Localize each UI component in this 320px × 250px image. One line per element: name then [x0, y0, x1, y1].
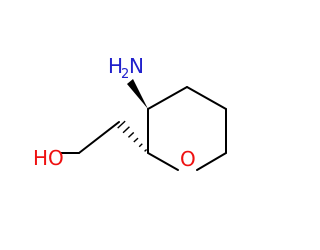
ring-bond-c3-c4: [147, 86, 188, 110]
hydroxyl-label: HO: [33, 146, 64, 170]
amine-n: N: [129, 54, 144, 78]
hash-stroke: [144, 148, 148, 152]
ring-bond-c4-c5: [186, 86, 227, 110]
hash-stroke: [127, 131, 135, 138]
structure-diagram: H 2 N O HO: [33, 54, 227, 171]
amine-label: H 2 N: [108, 54, 144, 82]
ring-oxygen-label: O: [180, 147, 196, 171]
ring-bond-o-c2: [147, 152, 179, 171]
molecule-canvas: H 2 N O HO: [33, 54, 227, 171]
sidechain-bond-1: [78, 121, 120, 154]
hashed-bond-sidechain: [117, 120, 148, 152]
hash-stroke: [133, 137, 139, 143]
hash-stroke: [117, 120, 126, 129]
amine-h: H: [108, 54, 123, 78]
wedge-bond-amine: [127, 79, 148, 109]
amine-subscript: 2: [121, 67, 129, 82]
hash-stroke: [138, 143, 143, 148]
ring-bond-c6-o: [196, 152, 227, 171]
hash-stroke: [122, 126, 130, 134]
